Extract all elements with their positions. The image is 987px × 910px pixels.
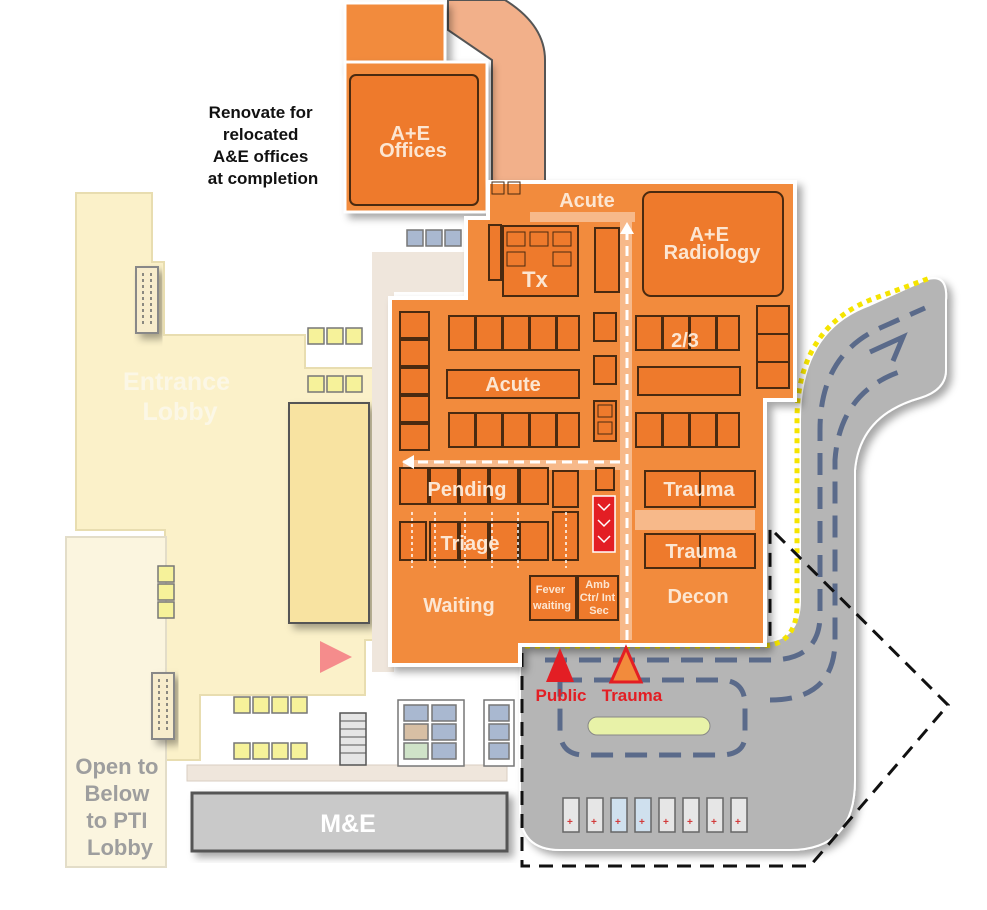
ae-offices-label-line-1: A+E <box>390 123 429 145</box>
main-ed-building <box>388 180 797 667</box>
lift-lobby-boxes <box>157 327 363 760</box>
acute-top-label: Acute <box>559 190 615 212</box>
escalator-lower <box>151 672 175 740</box>
open-to-below-line-3: to PTI <box>86 808 147 833</box>
me-block <box>190 791 509 853</box>
ae-offices-label: A+E Offices <box>379 123 447 162</box>
escalator-upper <box>135 266 159 334</box>
public-entrance-marker-icon <box>546 648 574 682</box>
annotation-line-4: at completion <box>208 169 319 188</box>
entrance-lobby-line-1: Entrance <box>123 368 230 396</box>
svg-text:+: + <box>735 817 741 828</box>
acute-mid-label: Acute <box>485 374 541 396</box>
ambulance-bays <box>562 797 748 833</box>
open-to-below-line-1: Open to <box>75 754 158 779</box>
trauma-upper-label: Trauma <box>663 479 735 501</box>
entrance-arrow-icon <box>320 641 352 673</box>
entrance-lobby-line-2: Lobby <box>143 398 218 426</box>
svg-text:+: + <box>711 817 717 828</box>
room-amb <box>577 575 619 621</box>
open-to-below-area <box>65 536 175 868</box>
room-acute-mid <box>446 369 580 399</box>
fever-waiting-line-2: waiting <box>532 600 571 612</box>
annotation-line-3: A&E offices <box>213 147 308 166</box>
trauma-entrance-label: Trauma <box>602 686 663 705</box>
ae-offices-label-line-2: Offices <box>379 140 447 162</box>
triage-label: Triage <box>441 533 500 555</box>
public-entrance-label: Public <box>535 686 586 705</box>
annotation-line-2: relocated <box>223 125 299 144</box>
room-tx <box>502 225 579 297</box>
entrance-lobby-area <box>75 192 391 761</box>
pending-label: Pending <box>428 479 507 501</box>
stair <box>339 712 367 766</box>
svg-text:+: + <box>591 817 597 828</box>
room-ae-offices <box>349 74 479 206</box>
annotation-renovate-text: Renovate for relocated A&E offices at co… <box>208 103 319 188</box>
ae-radiology-label-line-1: A+E <box>689 224 728 246</box>
me-label: M&E <box>320 810 376 838</box>
fever-waiting-line-1: Fever <box>536 584 566 596</box>
open-to-below-line-4: Lobby <box>87 835 154 860</box>
decon-label: Decon <box>667 586 728 608</box>
ae-radiology-label-line-2: Radiology <box>664 242 762 264</box>
amb-label: Amb Ctr/ Int Sec <box>580 579 619 617</box>
svg-text:+: + <box>615 817 621 828</box>
amb-line-2: Ctr/ Int <box>580 592 616 604</box>
room-23-label: 2/3 <box>671 330 699 352</box>
lobby-inner-block <box>288 402 370 624</box>
fever-waiting-label: Fever waiting <box>532 584 571 612</box>
top-annex <box>343 0 546 214</box>
tx-label: Tx <box>522 267 548 292</box>
annotation-line-1: Renovate for <box>209 103 313 122</box>
trauma-lower-label: Trauma <box>665 541 737 563</box>
room-trauma-lower <box>644 533 701 569</box>
svg-text:+: + <box>639 817 645 828</box>
amb-line-1: Amb <box>585 579 610 591</box>
waiting-label: Waiting <box>423 595 494 617</box>
ae-radiology-label: A+E Radiology <box>664 224 762 264</box>
room-trauma-upper <box>644 470 701 508</box>
svg-text:+: + <box>567 817 573 828</box>
svg-text:+: + <box>687 817 693 828</box>
ambulance-road <box>519 275 948 851</box>
amb-line-3: Sec <box>589 605 609 617</box>
traffic-island <box>587 716 711 736</box>
room-ae-radiology <box>642 191 784 297</box>
room-fever-waiting <box>529 575 577 621</box>
open-to-below-label: Open to Below to PTI Lobby <box>75 754 164 860</box>
trauma-entrance-marker-icon <box>608 644 644 684</box>
site-boundary <box>520 524 951 868</box>
services-boxes <box>397 229 515 767</box>
open-to-below-line-2: Below <box>85 781 151 806</box>
entrance-lobby-label: Entrance Lobby <box>123 368 237 426</box>
svg-text:+: + <box>663 817 669 828</box>
